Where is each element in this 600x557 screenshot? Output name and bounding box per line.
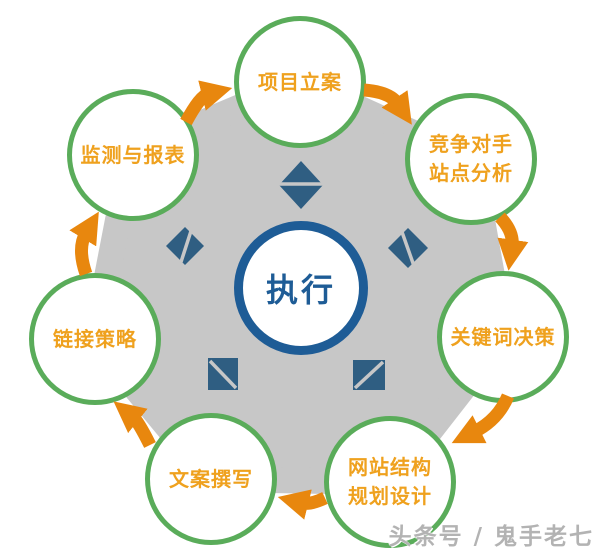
node-copywriting: 文案撰写 <box>145 413 277 545</box>
center-label: 执行 <box>265 271 336 309</box>
node-link-strategy: 链接策略 <box>29 273 161 405</box>
arrow-monitoring-to-project <box>180 80 233 126</box>
decor-diamond-left-icon <box>166 227 204 265</box>
node-keyword-decision: 关键词决策 <box>437 271 569 403</box>
node-label-line: 规划设计 <box>348 484 432 508</box>
center-node-execute: 执行 <box>234 221 368 355</box>
node-label-line: 监测与报表 <box>80 142 186 167</box>
arrow-project-to-competitor <box>363 83 412 125</box>
node-monitoring-reporting: 监测与报表 <box>67 89 199 221</box>
decor-diamond-top-icon <box>279 161 323 209</box>
node-label-line: 链接策略 <box>53 326 137 351</box>
watermark: 头条号 / 鬼手老七 <box>388 524 594 550</box>
decor-diamond-right-icon <box>388 228 428 268</box>
node-label: 文案撰写 <box>169 465 253 494</box>
arrow-competitor-to-keyword <box>495 212 529 271</box>
node-label: 监测与报表 <box>81 141 186 170</box>
node-label: 竞争对手 站点分析 <box>429 130 513 188</box>
arrow-structure-to-copywriting <box>277 489 328 520</box>
node-label: 关键词决策 <box>451 323 556 352</box>
node-label: 项目立案 <box>258 68 342 97</box>
decor-square-bottom-left-icon <box>208 358 238 390</box>
node-competitor-site-analysis: 竞争对手 站点分析 <box>405 93 537 225</box>
node-label-line: 站点分析 <box>429 161 513 185</box>
node-label: 链接策略 <box>53 325 137 354</box>
node-label-line: 关键词决策 <box>450 324 556 349</box>
node-label-line: 网站结构 <box>348 455 432 479</box>
node-project-filing: 项目立案 <box>234 16 366 148</box>
node-label: 网站结构 规划设计 <box>348 453 432 511</box>
node-label-line: 项目立案 <box>258 69 342 94</box>
decor-square-bottom-right-icon <box>353 360 385 390</box>
arrow-copywriting-to-link <box>113 401 156 448</box>
node-label-line: 竞争对手 <box>429 132 513 156</box>
arrow-link-to-monitoring <box>69 211 99 277</box>
node-label-line: 文案撰写 <box>169 466 253 491</box>
